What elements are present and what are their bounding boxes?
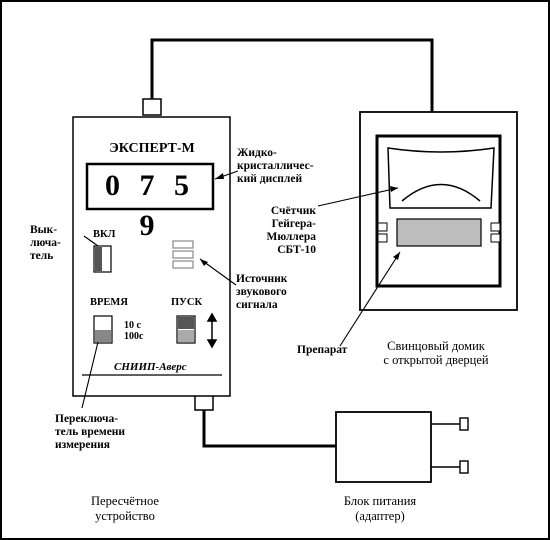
brand-label: СНИИП-Аверс bbox=[114, 361, 187, 373]
power-cable bbox=[202, 410, 336, 448]
sample-callout: Препарат bbox=[297, 344, 348, 356]
power-switch bbox=[93, 245, 112, 273]
device-title: ЭКСПЕРТ-М bbox=[109, 141, 195, 156]
callout-arrowheads bbox=[200, 173, 400, 266]
signal-cable bbox=[150, 38, 434, 112]
top-connector bbox=[142, 98, 162, 116]
time-option-10s: 10 с bbox=[124, 320, 141, 331]
tube-window-curve bbox=[401, 183, 481, 202]
power-switch-callout: Вык-люча-тель bbox=[30, 224, 61, 262]
updown-arrow-icon bbox=[206, 312, 218, 349]
power-adapter bbox=[335, 411, 432, 483]
lcd-callout: Жидко-кристалличес-кий дисплей bbox=[237, 147, 314, 185]
sample-plate bbox=[396, 218, 482, 247]
on-label: ВКЛ bbox=[93, 229, 116, 240]
time-label: ВРЕМЯ bbox=[90, 297, 128, 308]
geiger-tube bbox=[387, 147, 495, 209]
adapter-plug-pins bbox=[431, 417, 469, 474]
callout-lines bbox=[81, 170, 401, 409]
lcd-frame bbox=[85, 162, 215, 211]
lcd-readout: 0 7 5 9 bbox=[105, 169, 195, 242]
time-switch bbox=[93, 315, 113, 344]
start-label: ПУСК bbox=[171, 297, 203, 308]
time-option-100s: 100с bbox=[124, 331, 144, 342]
power-supply-caption: Блок питания(адаптер) bbox=[343, 494, 417, 523]
sound-grille bbox=[172, 240, 194, 269]
start-switch bbox=[176, 315, 196, 344]
